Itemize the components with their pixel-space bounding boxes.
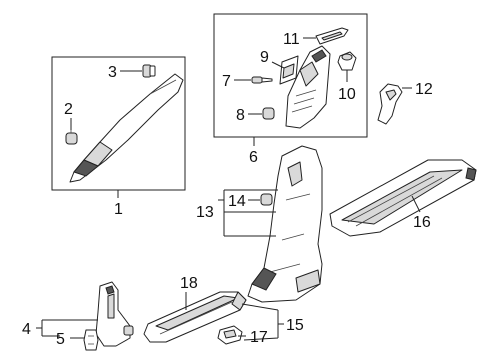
clip-part-17 xyxy=(217,325,243,345)
cap-part-10 xyxy=(337,51,357,71)
clip-part-14 xyxy=(260,193,273,206)
screw-part-7 xyxy=(251,76,273,84)
callout-11: 11 xyxy=(283,31,300,48)
callout-2: 2 xyxy=(64,101,73,118)
scuff-plate-part-16 xyxy=(329,159,477,237)
bracket-part-9 xyxy=(279,55,299,85)
callout-3: 3 xyxy=(108,64,117,81)
leader-9 xyxy=(271,61,285,69)
callout-1: 1 xyxy=(114,201,123,218)
callout-7: 7 xyxy=(222,73,231,90)
callout-17: 17 xyxy=(250,329,268,346)
front-sill-trim-part xyxy=(143,291,247,343)
callout-5: 5 xyxy=(56,331,65,348)
group-box-6 xyxy=(213,13,368,138)
callout-8: 8 xyxy=(236,107,245,124)
callout-13: 13 xyxy=(196,204,214,221)
b-pillar-lower-trim-part xyxy=(247,145,323,303)
leader-15 xyxy=(241,303,284,341)
callout-6: 6 xyxy=(249,149,258,166)
callout-18: 18 xyxy=(180,275,198,292)
callout-9: 9 xyxy=(260,49,269,66)
callout-15: 15 xyxy=(286,317,304,334)
clip-part-2 xyxy=(65,128,78,145)
screw-part-3 xyxy=(142,64,156,78)
callout-4: 4 xyxy=(22,321,31,338)
leader-4 xyxy=(36,319,98,337)
callout-16: 16 xyxy=(413,214,431,231)
callout-14: 14 xyxy=(228,193,246,210)
a-pillar-trim-part xyxy=(69,73,184,183)
clip-part-5 xyxy=(83,329,99,351)
clip-part-8 xyxy=(262,107,275,120)
grab-handle-part-12 xyxy=(377,83,403,125)
callout-12: 12 xyxy=(415,81,433,98)
callout-10: 10 xyxy=(338,86,356,103)
kick-panel-part-4 xyxy=(95,281,134,347)
leader-16 xyxy=(411,195,421,213)
leader-13 xyxy=(218,189,278,237)
latch-part-11 xyxy=(315,27,349,45)
b-pillar-upper-trim-part xyxy=(285,45,331,129)
